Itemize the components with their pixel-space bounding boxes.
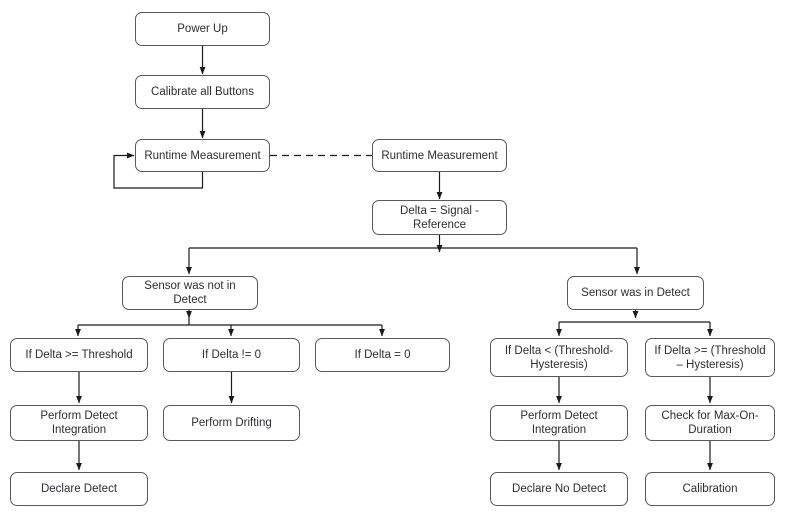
node-delta-calculation[interactable]: Delta = Signal - Reference [372,200,507,235]
node-perform-detect-integration-left[interactable]: Perform Detect Integration [10,405,148,441]
connector-runtime-loop-back [113,152,204,189]
node-calibration[interactable]: Calibration [645,472,775,506]
node-declare-no-detect[interactable]: Declare No Detect [490,472,628,506]
node-declare-detect[interactable]: Declare Detect [10,472,148,506]
node-calibrate-all-buttons[interactable]: Calibrate all Buttons [135,75,270,109]
node-sensor-was-not-in-detect[interactable]: Sensor was not in Detect [122,276,258,310]
node-if-delta-ge-threshold-hysteresis[interactable]: If Delta >= (Threshold – Hysteresis) [645,338,775,377]
node-power-up[interactable]: Power Up [135,12,270,46]
node-if-delta-eq-zero[interactable]: If Delta = 0 [315,338,450,372]
node-perform-drifting[interactable]: Perform Drifting [163,405,300,441]
node-if-delta-ge-threshold[interactable]: If Delta >= Threshold [10,338,148,372]
node-sensor-was-in-detect[interactable]: Sensor was in Detect [567,276,704,310]
node-perform-detect-integration-right[interactable]: Perform Detect Integration [490,405,628,441]
node-check-for-max-on-duration[interactable]: Check for Max-On- Duration [645,405,775,441]
node-if-delta-lt-threshold-hysteresis[interactable]: If Delta < (Threshold- Hysteresis) [490,338,628,377]
node-runtime-measurement-left[interactable]: Runtime Measurement [135,139,270,172]
node-if-delta-ne-zero[interactable]: If Delta != 0 [163,338,300,372]
node-runtime-measurement-right[interactable]: Runtime Measurement [372,139,507,172]
